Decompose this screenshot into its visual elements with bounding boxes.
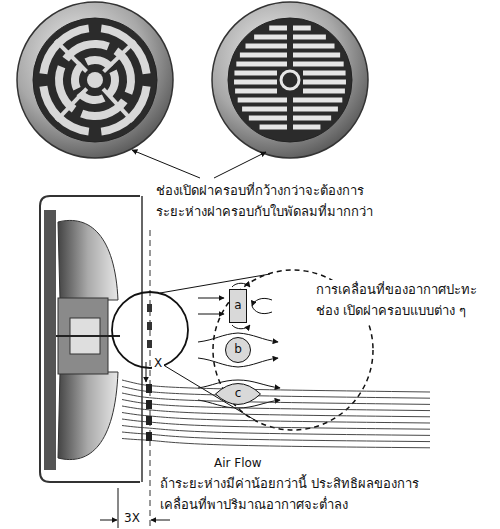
dimension-3x	[100, 520, 117, 521]
ring-guard	[56, 89, 86, 121]
air-flow-lines	[122, 380, 430, 392]
air-flow-lines	[122, 406, 430, 417]
slot-guard	[293, 107, 338, 112]
dimension-3x	[100, 488, 170, 528]
zoom-callout	[147, 304, 152, 312]
ring-guard	[17, 2, 173, 158]
leader-line	[214, 152, 266, 178]
dimension-label: 3X	[122, 511, 142, 525]
guard-slots	[146, 432, 152, 441]
fan-housing	[44, 210, 56, 470]
ring-guard	[87, 72, 103, 88]
slot-guard	[293, 116, 331, 121]
slot-guard	[228, 18, 352, 142]
air-flow-lines	[122, 419, 430, 429]
opening-shape: a	[229, 289, 247, 323]
zoom-callout	[112, 292, 188, 368]
callout-note: ช่องเปิดฝาครอบที่กว้างกว่าจะต้องการ ระยะ…	[156, 181, 391, 223]
ring-guard	[103, 89, 133, 121]
guard-slots	[146, 384, 152, 441]
air-flow-lines	[122, 413, 430, 424]
air-flow-lines	[122, 393, 430, 404]
dimension-arrow	[146, 362, 147, 382]
air-flow-lines	[122, 426, 430, 436]
slot-guard	[293, 35, 326, 40]
slot-guard	[293, 125, 320, 130]
air-arrow	[252, 298, 272, 306]
air-flow-lines	[122, 432, 430, 442]
slot-guard	[293, 62, 344, 67]
slot-guard	[246, 44, 287, 49]
flow-label: Air Flow	[212, 454, 264, 473]
slot-guard	[212, 2, 368, 158]
ring-guard	[104, 41, 136, 72]
slot-guard	[242, 107, 287, 112]
slot-guard	[303, 89, 345, 94]
shape-outline	[226, 338, 251, 363]
slot-guard	[234, 80, 277, 85]
air-arrow	[232, 325, 250, 329]
zoom-callout	[147, 340, 152, 348]
fan-blade	[58, 220, 118, 300]
air-flow-lines	[122, 380, 430, 448]
slot-guard	[236, 62, 287, 67]
guard-slots	[146, 416, 152, 425]
ring-guard	[55, 40, 86, 71]
air-arrow	[232, 283, 250, 287]
guard-slots	[146, 400, 152, 409]
slot-guard	[254, 35, 287, 40]
slot-guard	[303, 71, 346, 76]
shape-letter: c	[235, 387, 242, 400]
shape-letter: b	[234, 343, 242, 356]
dimension-label: X	[152, 356, 164, 370]
callout-note: การเคลื่อนที่ของอากาศปะทะช่อง เปิดฝาครอบ…	[314, 280, 498, 322]
fan-housing	[141, 196, 143, 482]
air-flow-lines	[122, 387, 430, 399]
slot-guard	[293, 26, 311, 31]
ring-guard	[17, 2, 173, 158]
slot-guard	[293, 44, 334, 49]
air-arrow	[198, 298, 224, 299]
leader-line	[132, 150, 200, 178]
air-flow-lines	[122, 439, 430, 448]
air-arrow	[198, 314, 224, 315]
slot-guard	[235, 89, 277, 94]
guard-slots	[146, 384, 152, 393]
slot-guard	[212, 2, 368, 158]
air-arrow	[252, 306, 272, 314]
slot-guard	[260, 125, 287, 130]
callout-note: ถ้าระยะห่างมีค่าน้อยกว่านี้ ประสิทธิผลขอ…	[160, 474, 460, 516]
reference-line	[150, 230, 151, 528]
slot-guard	[238, 98, 287, 103]
dimension-3x	[151, 520, 170, 521]
fan-blade	[56, 335, 120, 337]
zoom-callout	[160, 274, 270, 293]
shape-outline	[216, 384, 261, 405]
shape-letter: a	[234, 299, 241, 312]
opening-shape: b	[225, 337, 251, 363]
air-flow-lines	[122, 400, 430, 411]
slot-guard	[234, 71, 277, 76]
fan-blade	[58, 372, 118, 460]
slot-guard	[240, 53, 287, 58]
slot-guard	[293, 98, 342, 103]
slot-guard	[293, 53, 340, 58]
ring-guard	[33, 18, 157, 142]
slot-guard	[269, 26, 287, 31]
shape-outline	[230, 290, 247, 323]
dimension-3x	[118, 488, 119, 528]
slot-guard	[303, 80, 346, 85]
opening-shape: c	[215, 383, 261, 405]
fan-blade	[56, 220, 120, 459]
slot-guard	[281, 71, 299, 89]
zoom-callout	[147, 322, 152, 330]
slot-guard	[249, 116, 287, 121]
